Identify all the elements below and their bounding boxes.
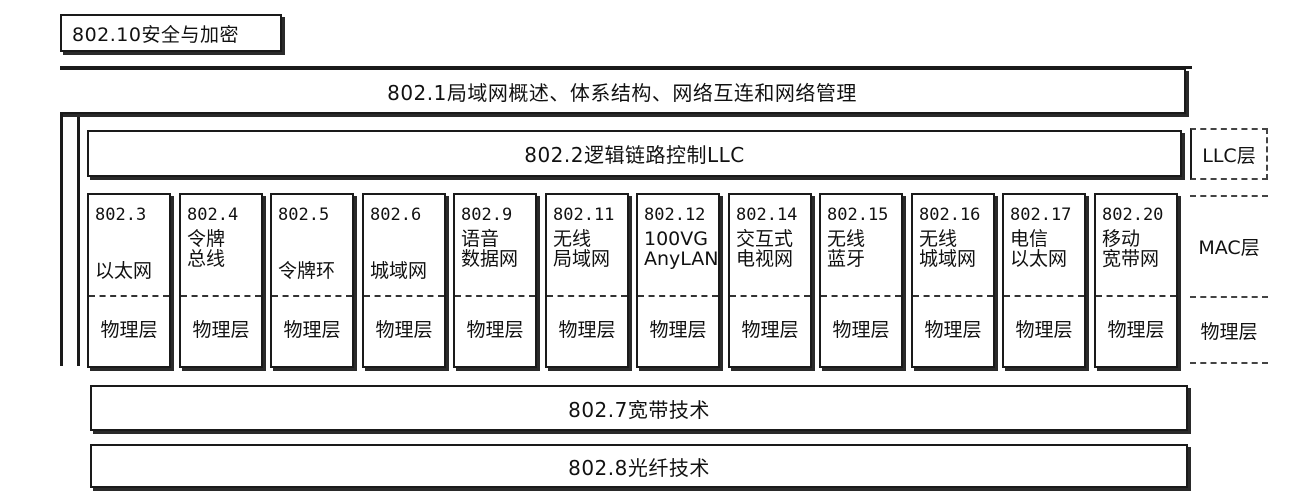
physical-layer-label: 物理层 xyxy=(924,319,982,341)
mac-phy-divider xyxy=(547,295,627,297)
physical-layer-label: 物理层 xyxy=(649,319,707,341)
standard-column: 802.16 无线 城域网物理层 xyxy=(911,193,995,368)
inner-bracket-line xyxy=(77,114,85,366)
physical-layer-label: 物理层 xyxy=(558,319,616,341)
mac-phy-divider xyxy=(89,295,169,297)
standard-column: 802.12 100VG AnyLAN 物理层 xyxy=(636,193,720,368)
standard-name: 以太网 xyxy=(95,260,153,282)
standard-column: 802.14 交互式 电视网物理层 xyxy=(728,193,812,368)
mac-phy-divider xyxy=(730,295,810,297)
standard-column: 802.4 令牌 总线物理层 xyxy=(179,193,263,368)
broadband-box: 802.7宽带技术 xyxy=(90,385,1188,431)
standard-number: 802.6 xyxy=(370,205,422,225)
mac-phy-divider xyxy=(181,295,261,297)
mac-phy-divider xyxy=(272,295,352,297)
standard-column: 802.5 令牌环物理层 xyxy=(270,193,354,368)
physical-layer-label: 物理层 xyxy=(283,319,341,341)
standard-number: 802.15 xyxy=(827,205,889,225)
standard-column: 802.9 语音 数据网物理层 xyxy=(453,193,537,368)
standard-column: 802.20 移动 宽带网物理层 xyxy=(1094,193,1178,368)
physical-layer-label: 物理层 xyxy=(100,319,158,341)
standard-name: 语音 数据网 xyxy=(461,228,519,270)
standard-name: 交互式 电视网 xyxy=(736,228,794,270)
physical-layer-label: 物理层 xyxy=(192,319,250,341)
standard-name: 电信 以太网 xyxy=(1010,228,1068,270)
llc-box: 802.2逻辑链路控制LLC xyxy=(87,130,1182,177)
standard-name: 移动 宽带网 xyxy=(1102,228,1160,270)
standard-name: 城域网 xyxy=(370,260,428,282)
mac-phy-divider xyxy=(821,295,901,297)
standard-number: 802.3 xyxy=(95,205,147,225)
standard-column: 802.3 以太网物理层 xyxy=(87,193,171,368)
standard-name: 100VG AnyLAN xyxy=(644,228,719,270)
security-encryption-box: 802.10安全与加密 xyxy=(60,14,282,52)
mac-phy-divider xyxy=(1004,295,1084,297)
mac-phy-divider xyxy=(638,295,718,297)
physical-layer-label: 物理层 xyxy=(832,319,890,341)
physical-layer-label: 物理层 xyxy=(1015,319,1073,341)
fiber-box: 802.8光纤技术 xyxy=(90,444,1188,488)
standard-column: 802.6 城域网物理层 xyxy=(362,193,446,368)
side-label-mac: MAC层 xyxy=(1190,195,1268,298)
physical-layer-label: 物理层 xyxy=(1107,319,1165,341)
standard-number: 802.14 xyxy=(736,205,798,225)
outer-bracket-line xyxy=(60,66,1192,366)
physical-layer-label: 物理层 xyxy=(741,319,799,341)
standard-number: 802.12 xyxy=(644,205,706,225)
standard-name: 无线 城域网 xyxy=(919,228,977,270)
standard-number: 802.20 xyxy=(1102,205,1164,225)
standard-number: 802.5 xyxy=(278,205,330,225)
mac-phy-divider xyxy=(364,295,444,297)
mac-phy-divider xyxy=(1096,295,1176,297)
standard-column: 802.11 无线 局域网物理层 xyxy=(545,193,629,368)
standard-number: 802.4 xyxy=(187,205,239,225)
standard-number: 802.9 xyxy=(461,205,513,225)
overview-box: 802.1局域网概述、体系结构、网络互连和网络管理 xyxy=(60,68,1186,114)
mac-phy-divider xyxy=(455,295,535,297)
standard-number: 802.16 xyxy=(919,205,981,225)
standard-number: 802.17 xyxy=(1010,205,1072,225)
standard-name: 令牌环 xyxy=(278,260,336,282)
mac-phy-divider xyxy=(913,295,993,297)
physical-layer-label: 物理层 xyxy=(466,319,524,341)
standard-column: 802.15 无线 蓝牙物理层 xyxy=(819,193,903,368)
standard-name: 无线 局域网 xyxy=(553,228,611,270)
side-label-llc: LLC层 xyxy=(1190,128,1268,180)
side-label-phy: 物理层 xyxy=(1190,298,1268,364)
standard-number: 802.11 xyxy=(553,205,615,225)
standard-column: 802.17 电信 以太网物理层 xyxy=(1002,193,1086,368)
standard-name: 无线 蓝牙 xyxy=(827,228,866,270)
physical-layer-label: 物理层 xyxy=(375,319,433,341)
standard-name: 令牌 总线 xyxy=(187,228,226,270)
